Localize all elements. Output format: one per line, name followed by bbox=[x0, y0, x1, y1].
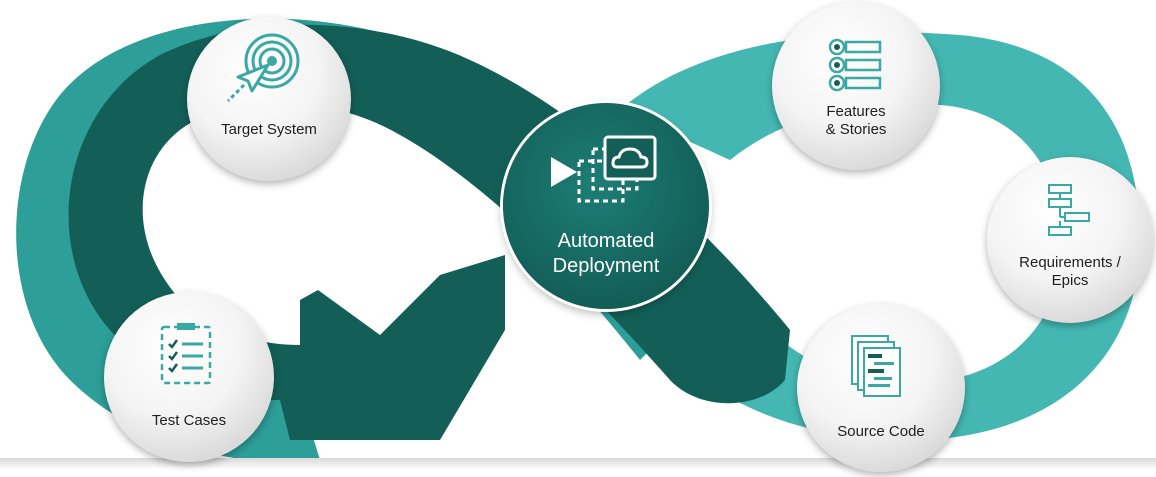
feature-list-icon bbox=[828, 38, 882, 92]
checklist-icon bbox=[160, 323, 212, 385]
requirements-epics-node[interactable]: Requirements / Epics bbox=[987, 157, 1153, 323]
requirements-epics-label: Requirements / Epics bbox=[987, 254, 1153, 290]
automated-deployment-node[interactable]: Automated Deployment bbox=[503, 103, 709, 309]
target-arrow-icon bbox=[226, 33, 300, 103]
test-cases-node[interactable]: Test Cases bbox=[104, 292, 274, 462]
requirements-epics-label-line2: Epics bbox=[1051, 272, 1089, 289]
code-document-icon bbox=[851, 335, 901, 397]
requirements-epics-label-line1: Requirements / bbox=[1019, 254, 1121, 271]
source-code-node[interactable]: Source Code bbox=[797, 304, 965, 472]
features-stories-label: Features & Stories bbox=[772, 103, 940, 139]
automated-deployment-label: Automated Deployment bbox=[503, 229, 709, 279]
play-cloud-deploy-icon bbox=[551, 135, 657, 203]
automated-deployment-label-line2: Deployment bbox=[552, 255, 660, 277]
floor-shadow bbox=[0, 458, 1156, 477]
flowchart-icon bbox=[1048, 184, 1090, 236]
arrow-body bbox=[300, 255, 505, 440]
features-stories-node[interactable]: Features & Stories bbox=[772, 2, 940, 170]
test-cases-label: Test Cases bbox=[151, 412, 227, 429]
target-system-label: Target System bbox=[221, 121, 317, 138]
right-loop-shape bbox=[620, 32, 1140, 441]
features-stories-label-line1: Features bbox=[826, 103, 886, 120]
target-system-node[interactable]: Target System bbox=[187, 17, 351, 181]
automated-deployment-label-line1: Automated bbox=[557, 230, 655, 252]
features-stories-label-line2: & Stories bbox=[825, 121, 887, 138]
source-code-label: Source Code bbox=[837, 423, 925, 440]
